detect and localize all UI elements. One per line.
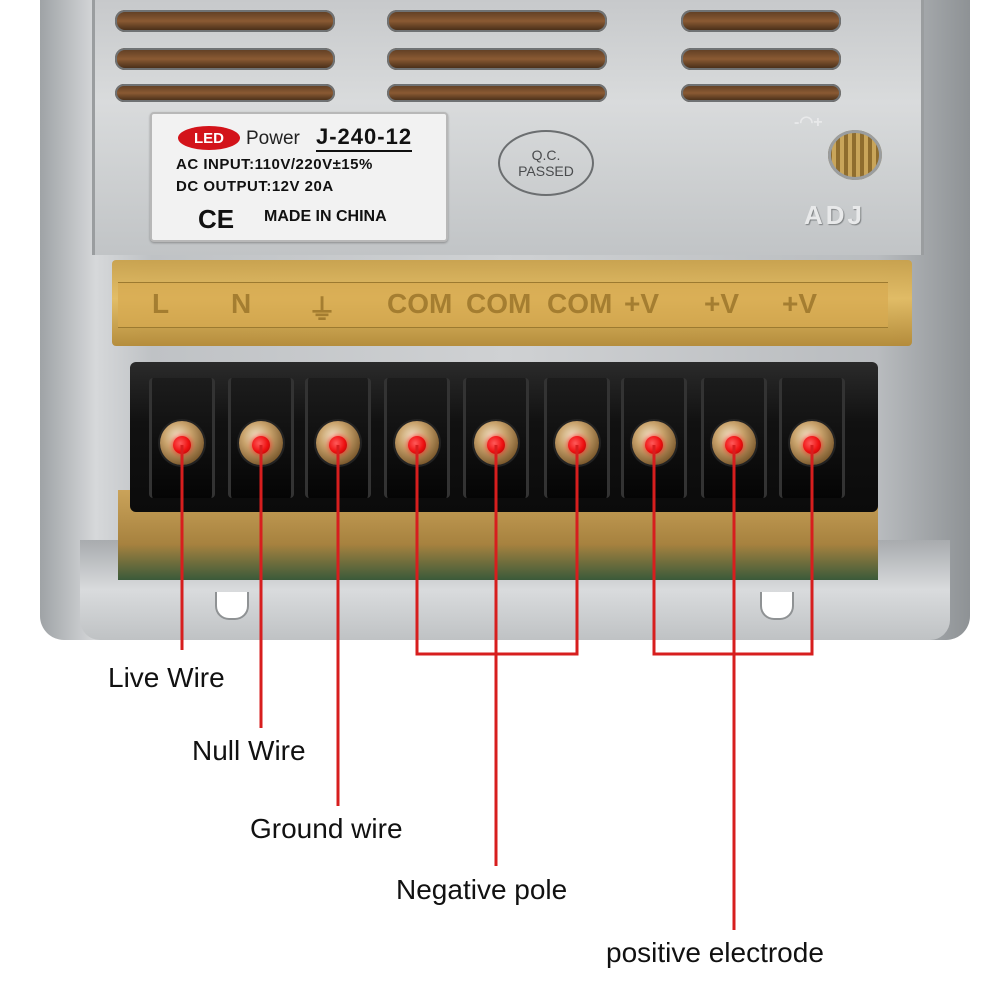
terminal-cover-label: +V	[624, 288, 660, 319]
model-number: J-240-12	[316, 124, 413, 152]
vent-slot	[115, 48, 335, 70]
power-word: Power	[246, 128, 300, 149]
callout-positive-electrode: positive electrode	[606, 937, 824, 968]
vent-slot	[115, 10, 335, 32]
terminal-cover-label: +V	[782, 288, 818, 319]
terminal-cover-label: +V	[704, 288, 740, 319]
adjust-potentiometer-icon	[828, 130, 882, 180]
callout-ground-wire: Ground wire	[250, 813, 403, 844]
terminal-cover-label: COM	[466, 288, 532, 319]
adjust-arrows: -◠+	[794, 114, 823, 131]
terminal-cover-label: ⏚	[308, 294, 337, 325]
callout-null-wire: Null Wire	[192, 735, 306, 766]
vent-slot	[681, 48, 841, 70]
ac-input-spec: AC INPUT:110V/220V±15%	[176, 156, 373, 173]
qc-line1: Q.C.	[531, 147, 561, 163]
mount-notch	[760, 592, 794, 620]
vent-slot	[387, 10, 607, 32]
terminal-cover-label: N	[231, 288, 252, 319]
led-badge: LED	[178, 126, 240, 150]
vent-slot	[681, 10, 841, 32]
callout-negative-pole: Negative pole	[396, 874, 568, 905]
terminal-cover-label: COM	[387, 288, 453, 319]
vent-slot	[387, 84, 607, 102]
ce-mark: CE	[198, 204, 235, 234]
terminal-cover-label: COM	[547, 288, 613, 319]
spec-label: LED Power J-240-12 AC INPUT:110V/220V±15…	[150, 112, 448, 242]
mount-notch	[215, 592, 249, 620]
terminal-cover-label: L	[152, 288, 170, 319]
made-in-label: MADE IN CHINA	[264, 208, 387, 225]
dc-output-spec: DC OUTPUT:12V 20A	[176, 178, 334, 195]
vent-slot	[387, 48, 607, 70]
vent-slot	[115, 84, 335, 102]
terminal-cover-strip	[118, 282, 888, 328]
callout-live-wire: Live Wire	[108, 662, 225, 693]
qc-line2: PASSED	[518, 163, 574, 179]
adjust-label: ADJ	[804, 200, 866, 230]
qc-passed-stamp: Q.C. PASSED	[498, 130, 594, 196]
vent-slot	[681, 84, 841, 102]
